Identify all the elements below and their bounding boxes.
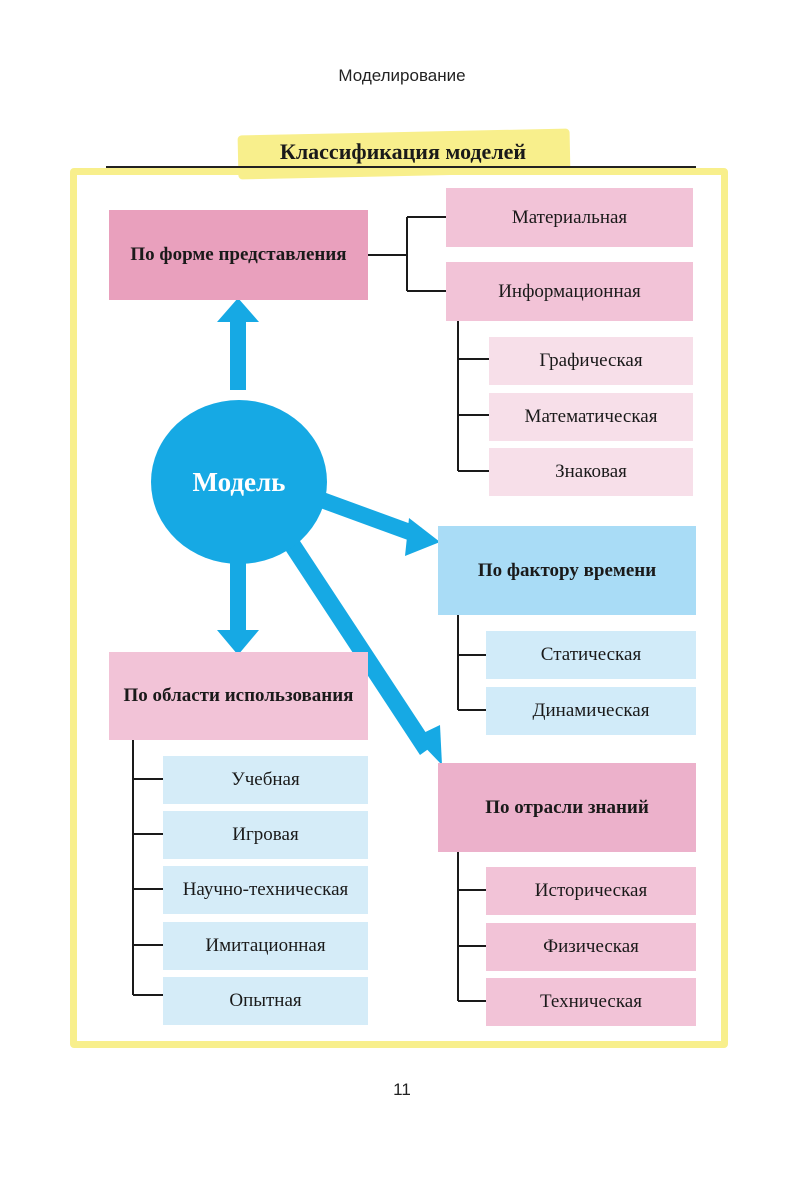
- running-header: Моделирование: [338, 66, 466, 85]
- info-connector: [457, 321, 489, 472]
- category-form: По форме представления: [109, 210, 368, 300]
- page-number: 11: [393, 1080, 411, 1099]
- time-connector: [457, 615, 486, 711]
- category-field: По отрасли знаний: [438, 763, 696, 852]
- diagram-title: Классификация моделей: [279, 139, 527, 164]
- arrow-down: [217, 560, 259, 655]
- item-static: Статическая: [486, 631, 696, 679]
- item-dynamic: Динамическая: [486, 687, 696, 735]
- item-physical: Физическая: [486, 923, 696, 971]
- item-historical: Историческая: [486, 867, 696, 915]
- category-time: По фактору времени: [438, 526, 696, 615]
- item-game: Игровая: [163, 811, 368, 859]
- item-simulation: Имитационная: [163, 922, 368, 970]
- arrow-up: [217, 298, 259, 390]
- subitem-graphic: Графическая: [489, 337, 693, 385]
- item-educational: Учебная: [163, 756, 368, 804]
- subitem-mathematical: Математическая: [489, 393, 693, 441]
- category-usage: По области использования: [109, 652, 368, 740]
- model-node: Модель: [151, 400, 327, 564]
- item-technical: Техническая: [486, 978, 696, 1026]
- field-connector: [457, 852, 486, 1002]
- title-rule: [106, 166, 696, 168]
- form-connector: [367, 216, 446, 292]
- usage-connector: [132, 740, 163, 996]
- arrow-time: [312, 490, 440, 556]
- item-experimental: Опытная: [163, 977, 368, 1025]
- item-material: Материальная: [446, 188, 693, 247]
- item-information: Информационная: [446, 262, 693, 321]
- subitem-sign: Знаковая: [489, 448, 693, 496]
- arrow-field: [284, 538, 442, 765]
- item-scientific: Научно-техническая: [163, 866, 368, 914]
